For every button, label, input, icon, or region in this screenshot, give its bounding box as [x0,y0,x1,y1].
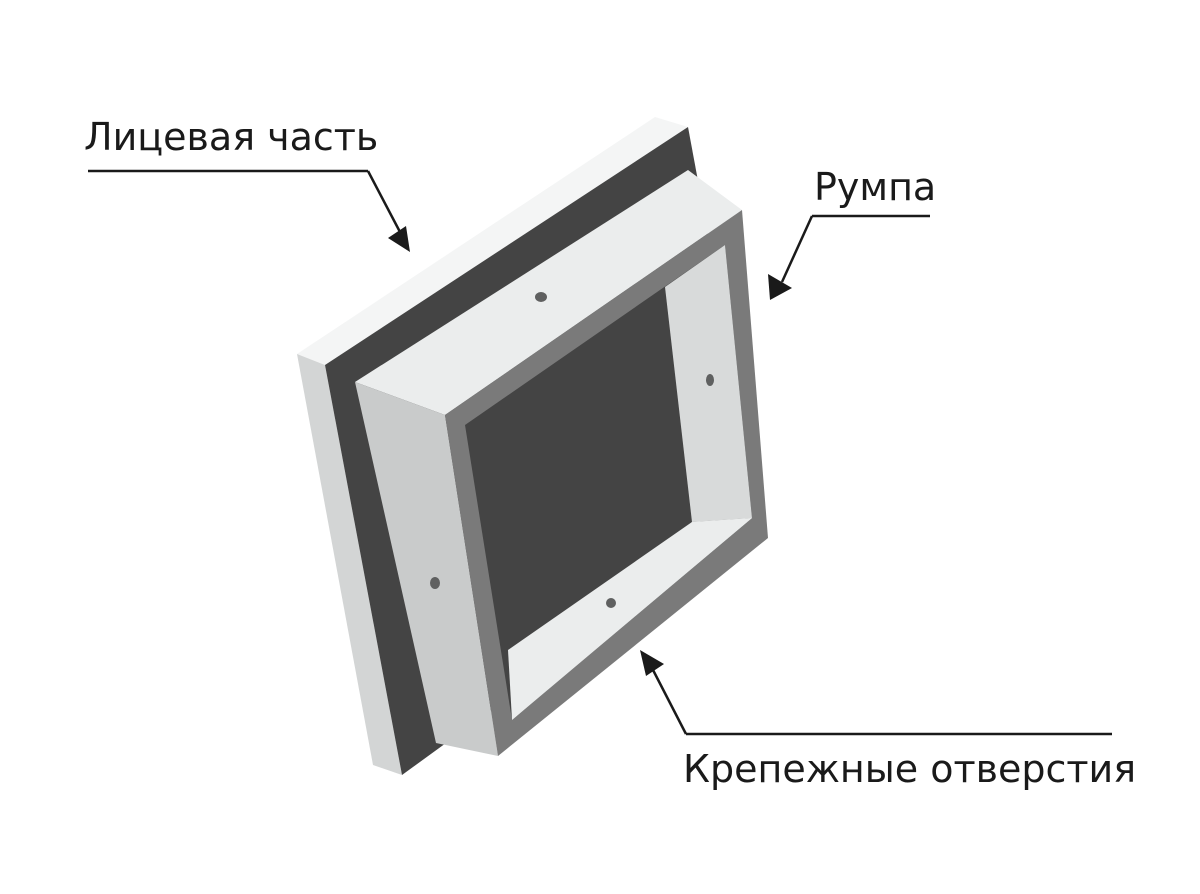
callout-holes: Крепежные отверстия [640,650,1136,791]
face-plate-top-edge [297,117,688,365]
callout-holes-arrowhead [640,650,664,676]
callout-rumpa-leader [780,215,814,283]
callout-rumpa-arrowhead [768,274,792,300]
mounting-holes [430,292,714,608]
label-face: Лицевая часть [84,115,378,159]
rumpa-frame [355,170,768,756]
rumpa-left-face [355,382,498,756]
mounting-hole-bottom [606,598,616,608]
face-plate-side-edge [297,354,402,775]
callout-face-leader [366,170,402,233]
mounting-hole-left [430,577,440,589]
callout-rumpa: Румпа [768,165,936,300]
mounting-hole-top [535,292,547,302]
mounting-hole-right [706,374,714,386]
callout-holes-leader [650,667,688,735]
label-holes: Крепежные отверстия [683,747,1136,791]
callout-face-arrowhead [388,226,410,252]
callout-face: Лицевая часть [84,115,410,252]
label-rumpa: Румпа [814,165,936,209]
rumpa-top-face [355,170,742,415]
rumpa-inner-bottom-lip [508,518,752,720]
